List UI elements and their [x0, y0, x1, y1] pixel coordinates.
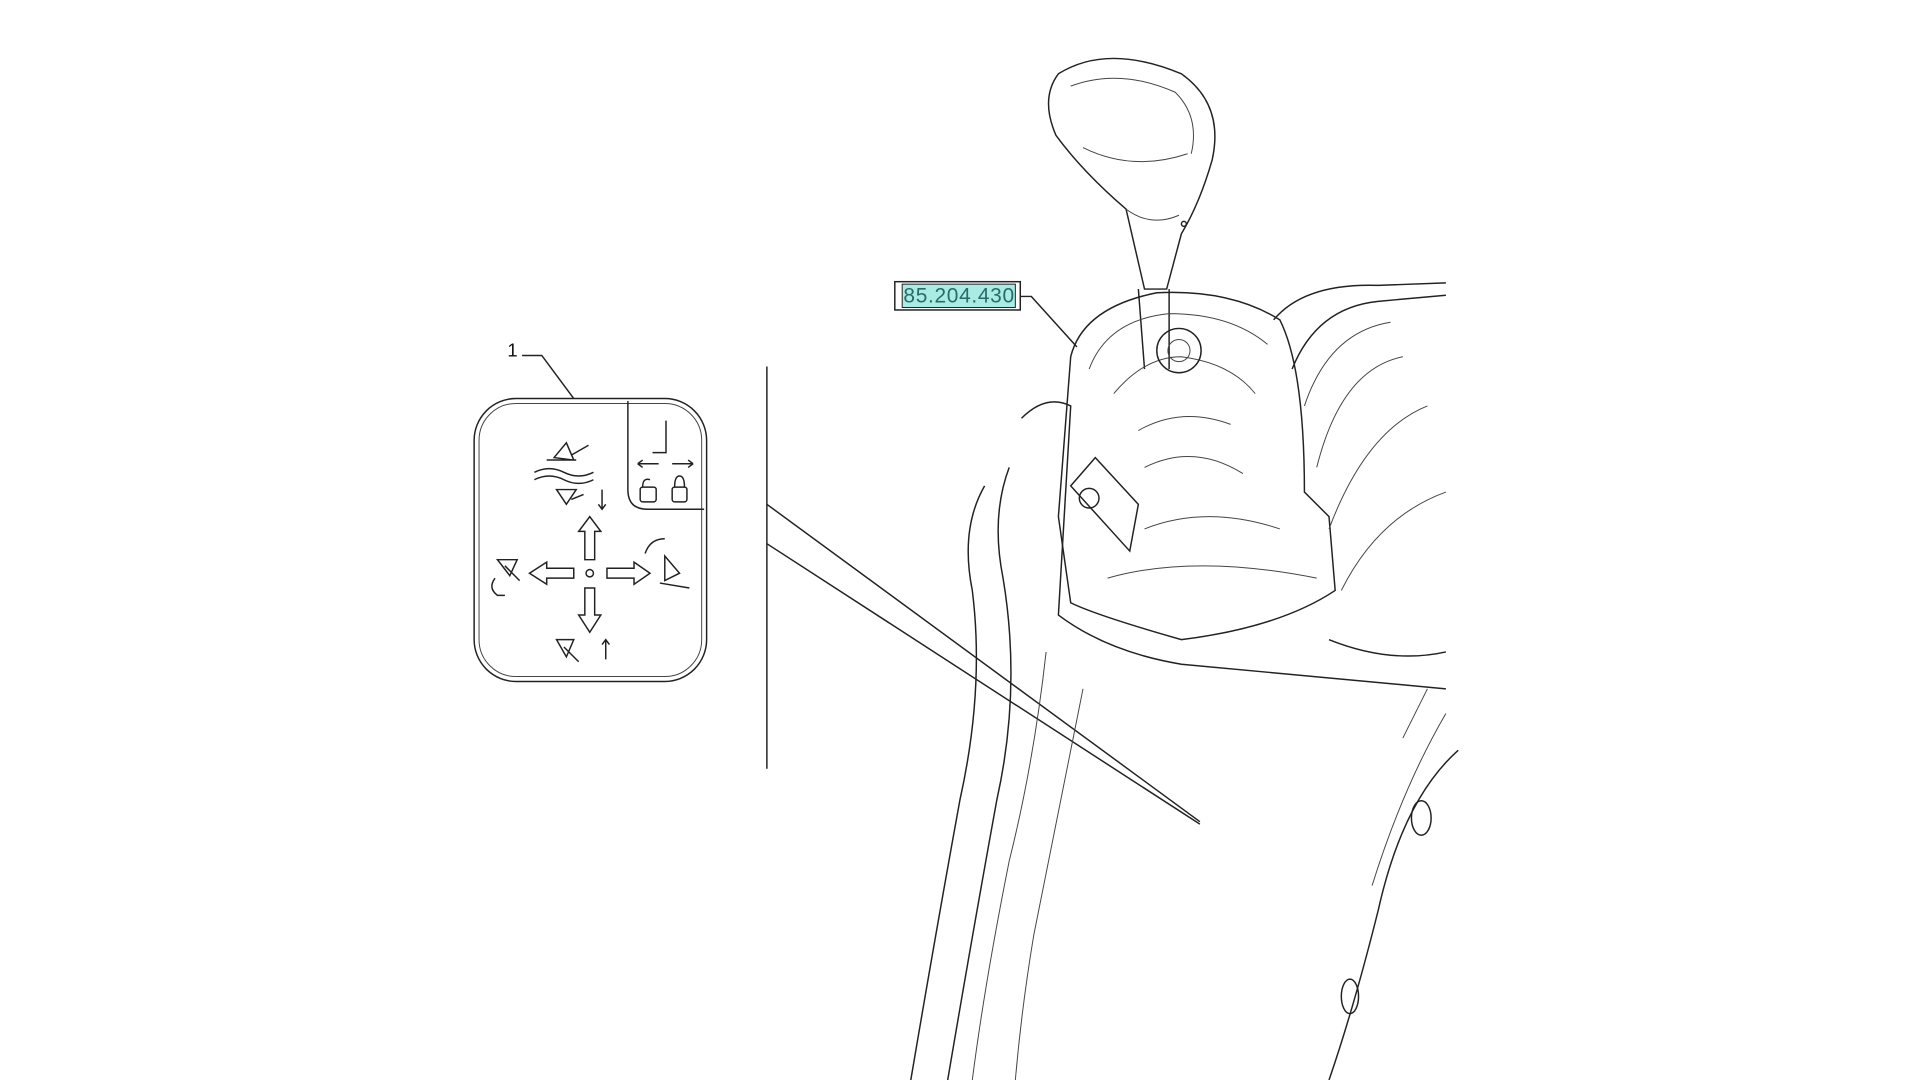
part-callout[interactable]: 85.204.430 — [894, 280, 1078, 348]
callout-leader-line — [1020, 295, 1078, 348]
detail-breakout-lines — [766, 366, 1201, 825]
lock-icons — [637, 420, 694, 503]
direction-arrows-icon — [491, 441, 690, 663]
joystick-boot — [1057, 291, 1336, 641]
item-leader-line — [522, 354, 575, 399]
part-number-label[interactable]: 85.204.430 — [903, 285, 1014, 308]
decal-detail: 1 — [473, 340, 708, 683]
item-number: 1 — [507, 340, 517, 361]
console-switch — [1069, 456, 1140, 553]
decal-outline — [473, 397, 708, 683]
joystick-knob — [1047, 57, 1216, 290]
joystick-drawing — [910, 57, 1459, 1080]
decal-lock-panel — [627, 401, 705, 510]
callout-highlight — [901, 283, 1016, 309]
